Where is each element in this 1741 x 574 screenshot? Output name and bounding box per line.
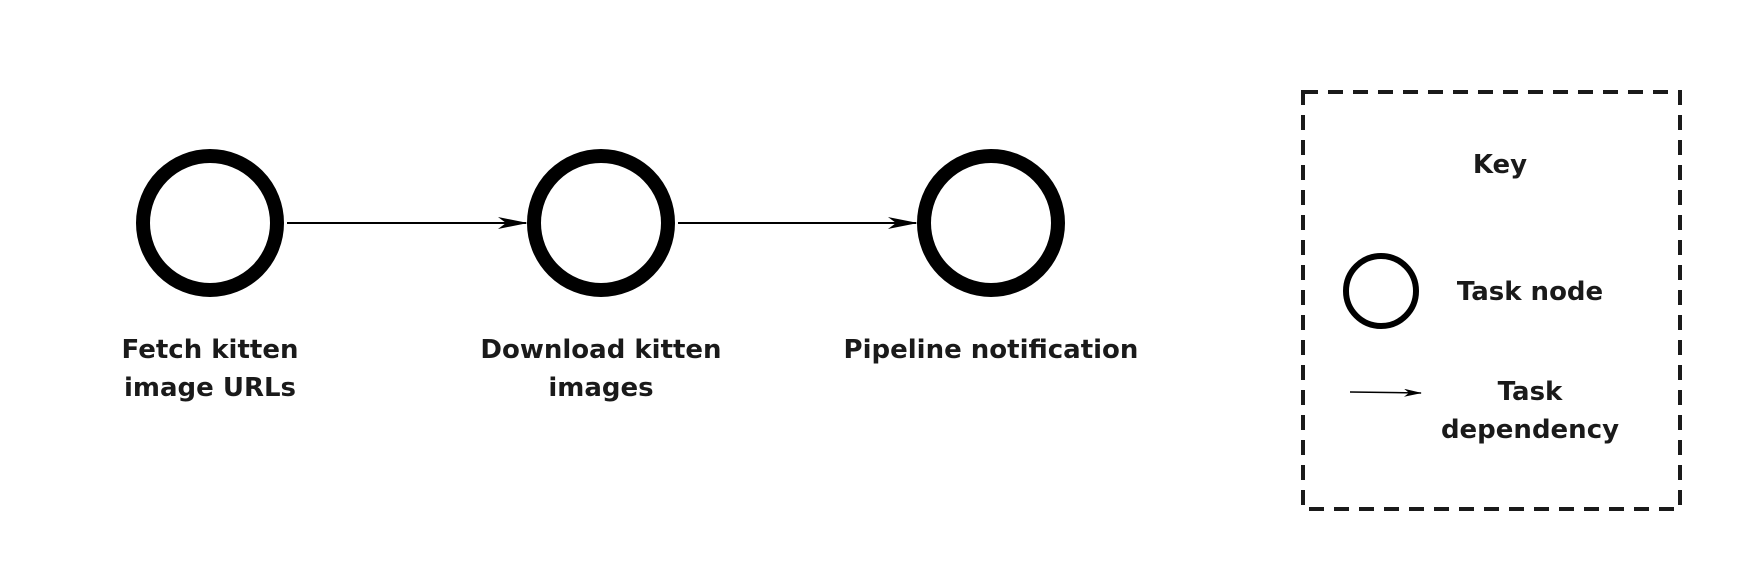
key-task-node-icon bbox=[1343, 253, 1419, 329]
key-task-node-label: Task node bbox=[1456, 277, 1604, 307]
key-box bbox=[1301, 90, 1682, 511]
key-title: Key bbox=[1472, 150, 1528, 180]
key-task-dependency-label: Task dependency bbox=[1440, 377, 1620, 445]
task-node-fetch bbox=[136, 149, 284, 297]
node-label-download: Download kitten images bbox=[480, 335, 722, 403]
task-node-notify bbox=[917, 149, 1065, 297]
node-label-fetch: Fetch kitten image URLs bbox=[121, 335, 299, 403]
node-label-notify: Pipeline notification bbox=[843, 335, 1139, 365]
task-node-download bbox=[527, 149, 675, 297]
key-dependency-arrow-icon bbox=[1349, 388, 1422, 397]
